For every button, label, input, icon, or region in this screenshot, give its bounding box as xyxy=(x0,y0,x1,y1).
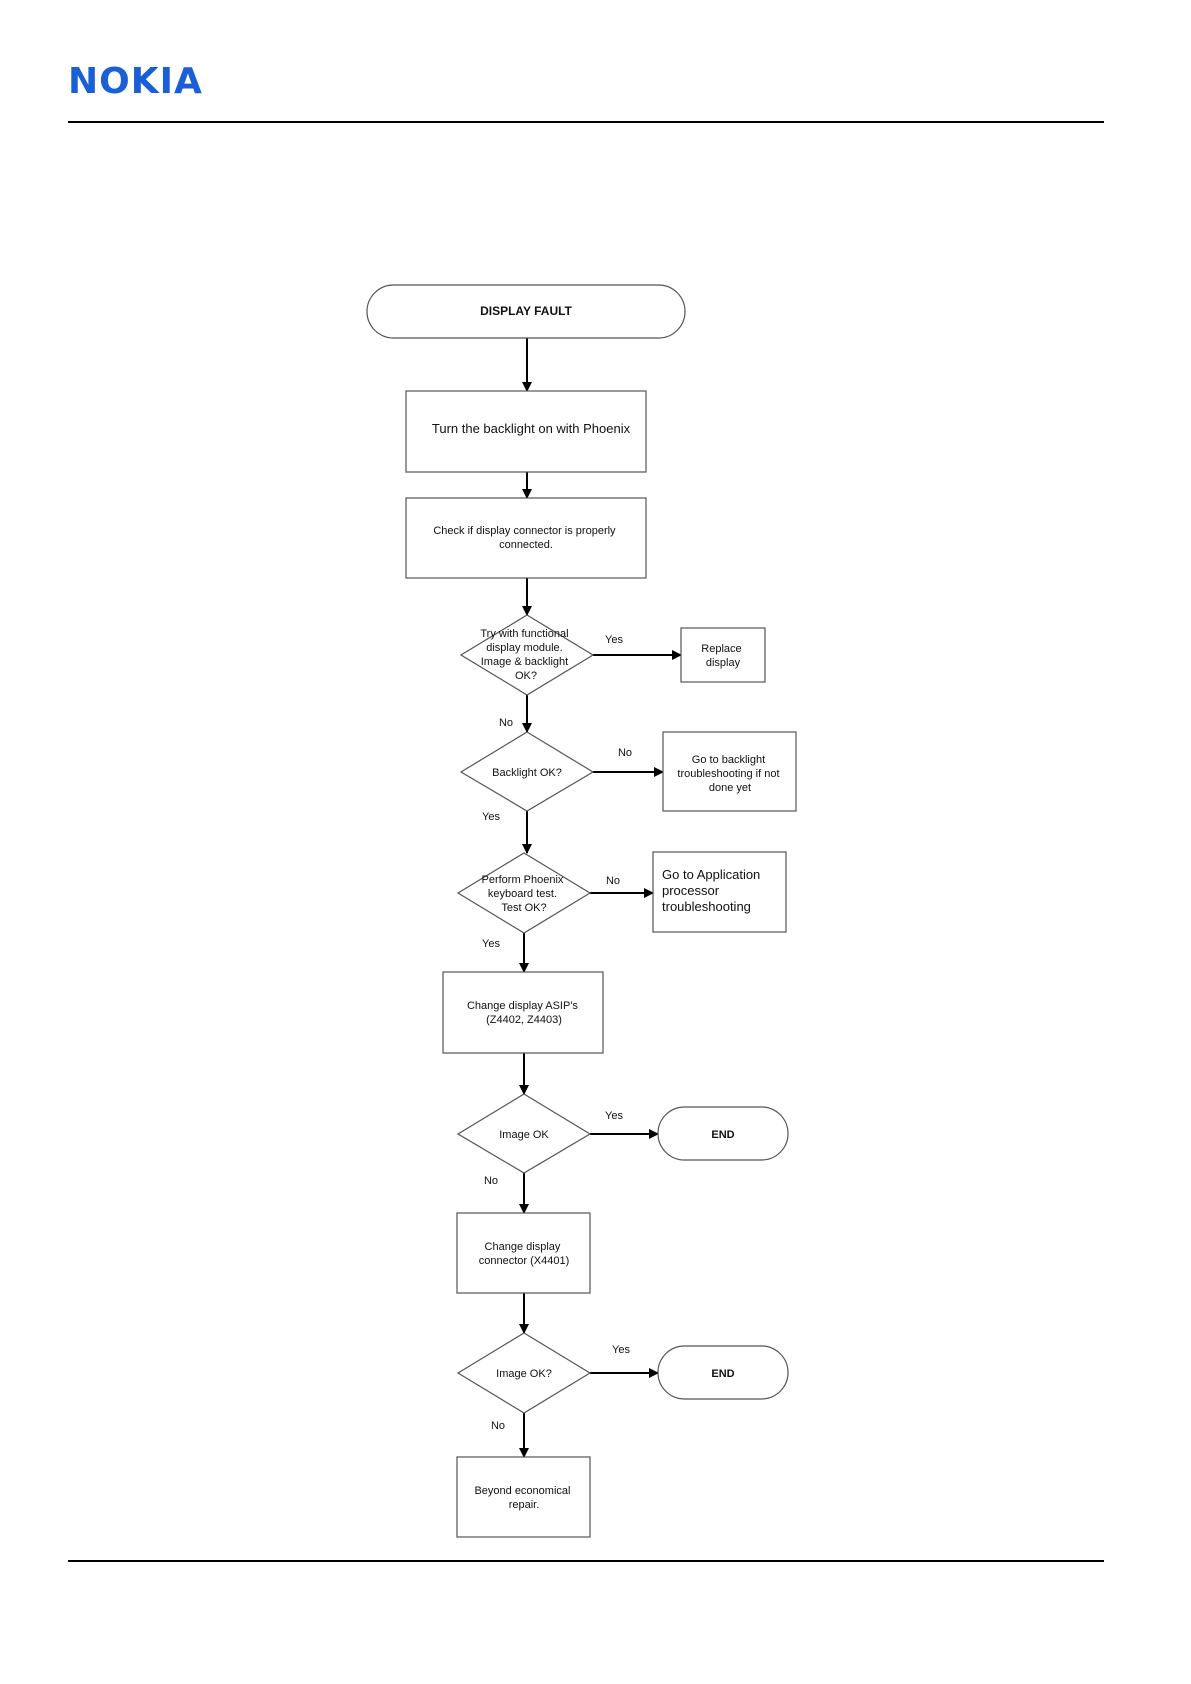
edge-label-keyboard-yes: Yes xyxy=(482,938,500,950)
change-connector-label: Change display connector (X4401) xyxy=(479,1241,570,1267)
header-rule xyxy=(68,121,1104,123)
node-end-1-terminal xyxy=(657,1106,789,1161)
node-start-terminal xyxy=(366,284,686,339)
edge-label-try-yes: Yes xyxy=(605,634,623,646)
node-try-module-decision xyxy=(459,614,595,696)
nokia-logo: NOKIA xyxy=(68,61,203,102)
edge-label-image1-yes: Yes xyxy=(605,1110,623,1122)
backlight-ok-label: Backlight OK? xyxy=(492,767,562,779)
go-backlight-label: Go to backlight troubleshooting if not d… xyxy=(677,754,782,794)
node-image-ok-1-decision xyxy=(456,1093,592,1174)
node-backlight-on xyxy=(405,390,647,473)
image-ok-1-label: Image OK xyxy=(499,1129,549,1141)
image-ok-2-label: Image OK? xyxy=(496,1368,552,1380)
check-connector-label: Check if display connector is properly c… xyxy=(433,525,618,551)
node-go-app xyxy=(652,851,787,933)
edge-label-backlight-no: No xyxy=(618,747,632,759)
go-app-label: Go to Application processor troubleshoot… xyxy=(662,867,764,914)
edge-label-image2-no: No xyxy=(491,1420,505,1432)
edge-label-image1-no: No xyxy=(484,1175,498,1187)
edge-label-backlight-yes: Yes xyxy=(482,811,500,823)
edge-label-keyboard-no: No xyxy=(606,875,620,887)
node-change-asip xyxy=(442,971,604,1054)
end-2-label: END xyxy=(711,1368,734,1380)
keyboard-test-label: Perform Phoenix keyboard test. Test OK? xyxy=(482,874,567,914)
node-beyond-repair xyxy=(456,1456,591,1538)
node-replace-display xyxy=(680,627,766,683)
node-image-ok-2-decision xyxy=(456,1332,592,1414)
node-backlight-ok-decision xyxy=(459,731,595,812)
backlight-on-label: Turn the backlight on with Phoenix xyxy=(432,421,631,436)
replace-display-label: Replace display xyxy=(701,643,744,669)
node-end-2-terminal xyxy=(657,1345,789,1400)
footer-rule xyxy=(68,1560,1104,1562)
node-change-connector xyxy=(456,1212,591,1294)
try-module-label: Try with functional display module. Imag… xyxy=(480,628,571,682)
end-1-label: END xyxy=(711,1129,734,1141)
start-label: DISPLAY FAULT xyxy=(480,304,572,318)
edge-label-image2-yes: Yes xyxy=(612,1344,630,1356)
beyond-repair-label: Beyond economical repair. xyxy=(474,1485,573,1511)
change-asip-label: Change display ASIP's (Z4402, Z4403) xyxy=(467,1000,581,1026)
edge-label-try-no: No xyxy=(499,717,513,729)
node-keyboard-test-decision xyxy=(456,852,592,934)
node-check-connector xyxy=(405,497,647,579)
node-go-backlight xyxy=(662,731,797,812)
